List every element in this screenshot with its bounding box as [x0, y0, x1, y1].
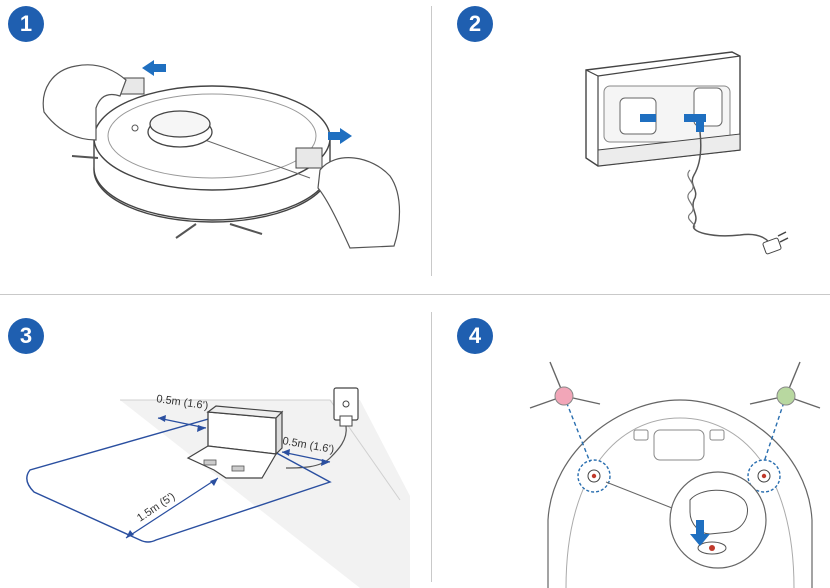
protective-strip-right [295, 147, 323, 169]
robot-top-inner [107, 93, 317, 179]
vertical-divider-bottom [431, 312, 432, 582]
left-hand [42, 64, 127, 141]
horizontal-divider [0, 294, 830, 295]
outlet-cable [285, 425, 347, 469]
right-side-brush [749, 361, 821, 409]
measure-front-arrow-a [126, 530, 134, 538]
measure-left-arrow-a [158, 415, 166, 422]
dock-3d-side [275, 410, 283, 456]
right-brush-mount-dot [761, 473, 767, 479]
clearance-area [26, 417, 332, 543]
dock-rear-panel [597, 55, 741, 77]
zoom-brush-dot [709, 545, 715, 551]
measure-left-arrow-b [197, 425, 206, 432]
robot-brush-left [71, 155, 99, 159]
plug-prong-1 [777, 231, 787, 237]
step-4-badge: 4 [457, 318, 493, 354]
step-1-badge: 1 [8, 6, 44, 42]
measure-right-arrow-b [321, 459, 330, 466]
dock-contact-2 [231, 465, 245, 472]
right-hand [317, 157, 401, 249]
connector-right [684, 114, 706, 122]
robot-button [131, 124, 139, 132]
power-plug [762, 237, 782, 255]
robot-brush-front-left [175, 223, 197, 239]
zoom-connector [605, 481, 673, 509]
robot-seam [204, 139, 311, 179]
underside-cutout [653, 429, 705, 461]
step-2-badge: 2 [457, 6, 493, 42]
underside-tab-left [633, 429, 649, 441]
vertical-divider-top [431, 6, 432, 276]
zoom-hand [689, 489, 748, 535]
connector-plug [696, 120, 704, 132]
dock-contact-1 [203, 459, 217, 466]
left-side-brush [529, 361, 601, 409]
arrow-right-icon [328, 128, 352, 144]
arrow-left-icon [142, 60, 166, 76]
right-guide-line [763, 395, 787, 463]
connector-left [640, 114, 656, 122]
measure-front-line [125, 477, 219, 539]
floor-edge [120, 399, 401, 501]
power-cable-coil [687, 169, 696, 229]
lidar-top [149, 110, 211, 138]
press-down-arrow-icon [690, 520, 710, 546]
outlet-socket [342, 400, 350, 408]
underside-tab-right [709, 429, 725, 441]
plug-prong-2 [779, 237, 789, 243]
robot-underside-inner [565, 417, 795, 588]
measure-front-arrow-b [210, 478, 218, 486]
robot-brush-front-right [229, 223, 263, 235]
left-brush-mount-dot [591, 473, 597, 479]
dock-base [597, 133, 741, 167]
measure-right-arrow-a [282, 449, 290, 456]
left-guide-line [563, 395, 591, 463]
step-3-badge: 3 [8, 318, 44, 354]
power-cable [691, 131, 773, 249]
wall [120, 400, 410, 588]
dock-3d-ramp [186, 445, 277, 479]
